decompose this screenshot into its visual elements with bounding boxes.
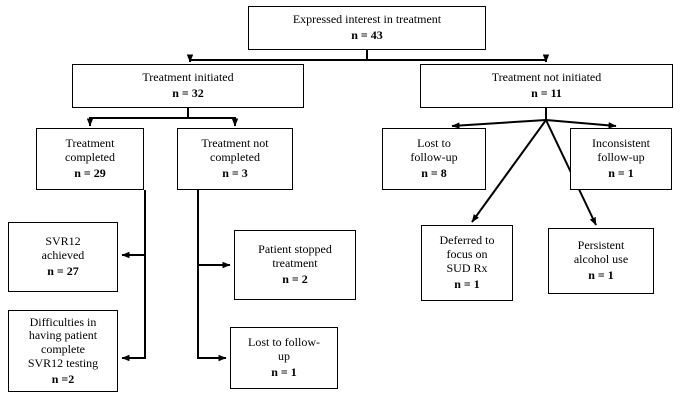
node-count: n = 8 [421,165,447,180]
node-lost-to-follow-up-8: Lost to follow-up n = 8 [382,128,486,190]
node-title: Difficulties in having patient complete … [27,314,99,370]
node-title: Patient stopped treatment [258,242,332,271]
node-inconsistent-follow-up: Inconsistent follow-up n = 1 [570,128,672,190]
node-count: n = 1 [454,276,480,291]
node-title: Treatment completed [65,136,115,165]
node-count: n = 1 [271,364,297,379]
node-count: n = 43 [351,28,383,42]
edge-expressed-to-initiated [186,50,368,63]
edge-expressed-to-not-initiated [366,50,550,63]
edge-not-initiated-to-lost-followup [451,119,547,129]
node-title: SVR12 achieved [41,234,85,263]
node-count: n = 1 [588,267,614,282]
node-count: n = 29 [74,165,106,180]
node-title: Treatment not initiated [491,70,602,85]
node-title: Treatment initiated [142,70,234,85]
node-count: n = 11 [531,86,562,100]
node-persistent-alcohol-use: Persistent alcohol use n = 1 [548,228,654,294]
edge-not-completed-to-lost-followup-1 [197,190,227,362]
node-expressed-interest: Expressed interest in treatment n = 43 [248,6,486,50]
node-patient-stopped-treatment: Patient stopped treatment n = 2 [234,230,356,300]
node-deferred-sud-rx: Deferred to focus on SUD Rx n = 1 [421,225,513,301]
node-count: n = 3 [222,165,248,180]
edge-not-initiated-to-inconsistent [545,119,617,129]
node-title: Deferred to focus on SUD Rx [439,233,495,275]
node-svr12-achieved: SVR12 achieved n = 27 [8,222,118,292]
node-treatment-initiated: Treatment initiated n = 32 [72,64,304,108]
edge-not-initiated-to-deferred [471,119,547,223]
node-count: n = 1 [608,165,634,180]
edge-initiated-to-not-completed [187,108,239,127]
node-treatment-completed: Treatment completed n = 29 [36,128,144,190]
node-lost-to-follow-up-1: Lost to follow- up n = 1 [230,327,338,389]
node-title: Treatment not completed [201,136,269,165]
node-title: Persistent alcohol use [573,238,629,267]
node-difficulties-svr12-testing: Difficulties in having patient complete … [8,310,118,392]
edge-initiated-to-completed [86,108,189,127]
node-count: n = 27 [47,263,79,278]
node-title: Lost to follow-up [410,136,458,165]
node-count: n = 32 [172,86,204,100]
edge-not-completed-to-patient-stopped [197,190,231,269]
edge-completed-to-difficulties [121,190,146,362]
node-count: n = 2 [282,271,308,286]
node-title: Expressed interest in treatment [292,12,442,27]
node-title: Inconsistent follow-up [592,136,650,165]
edge-completed-to-svr12 [121,190,146,259]
node-count: n =2 [51,371,75,386]
node-treatment-not-completed: Treatment not completed n = 3 [177,128,293,190]
node-title: Lost to follow- up [248,335,320,364]
node-treatment-not-initiated: Treatment not initiated n = 11 [420,64,673,108]
